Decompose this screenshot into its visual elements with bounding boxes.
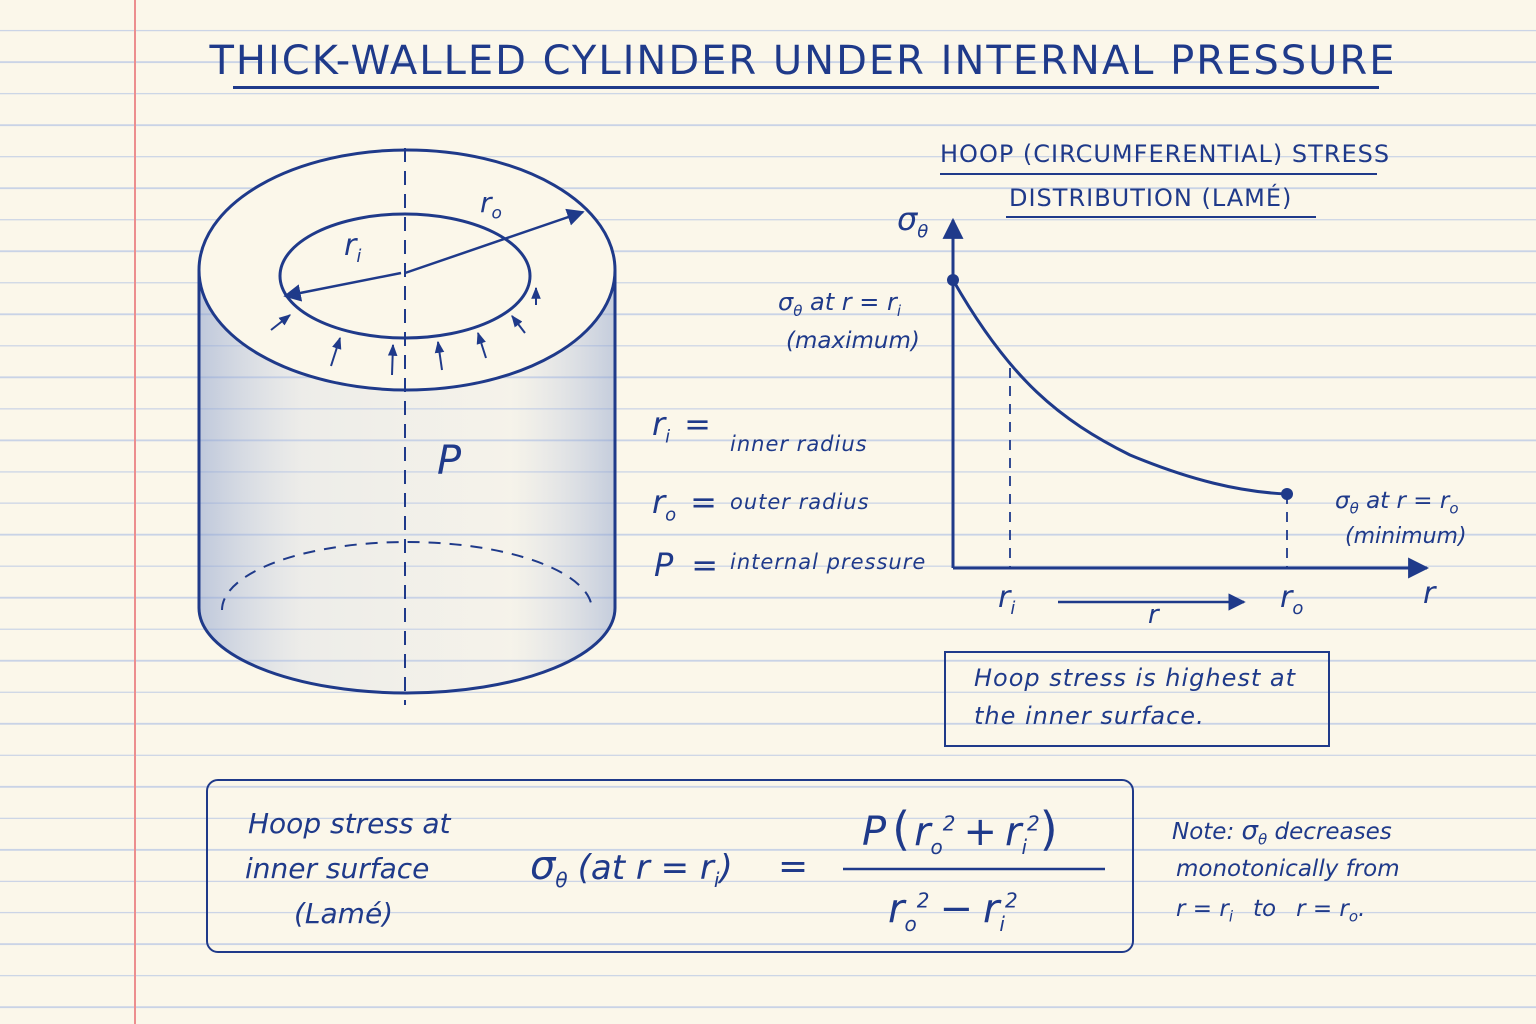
formula-numerator: P(ro2+ri2) <box>862 802 1058 859</box>
formula-equals: = <box>778 846 809 887</box>
legend-p-desc: internal pressure <box>730 550 927 574</box>
r-arrow-label: r <box>1148 600 1159 630</box>
ri-arrow <box>283 271 402 302</box>
formula-label-line3: (Lamé) <box>294 897 394 930</box>
tick-ro-label: ro <box>1280 580 1304 619</box>
formula-lhs: σθ(at r = ri) <box>530 843 733 892</box>
ro-arrow <box>404 208 585 275</box>
formula-box <box>206 779 1134 953</box>
note-line1: Note: σθ decreases <box>1172 816 1392 849</box>
callout-line2: the inner surface. <box>974 702 1205 730</box>
ro-label: ro <box>480 186 502 224</box>
pressure-label: P <box>437 438 462 484</box>
graph-title-line1: HOOP (CIRCUMFERENTIAL) STRESS <box>940 140 1391 168</box>
x-axis-label: r <box>1423 576 1436 611</box>
callout-line1: Hoop stress is highest at <box>974 664 1297 692</box>
stress-graph <box>940 173 1430 611</box>
callout-box <box>944 651 1330 747</box>
legend-ro-desc: outer radius <box>730 490 870 514</box>
margin-line <box>134 0 136 1024</box>
legend-ri-symbol: ri= <box>652 405 711 448</box>
max-point <box>947 274 959 286</box>
cylinder-outer-top <box>197 148 617 392</box>
formula-label-line1: Hoop stress at <box>248 807 451 840</box>
min-point <box>1281 488 1293 500</box>
max-label-line2: (maximum) <box>786 328 920 354</box>
formula-label-line2: inner surface <box>245 852 430 885</box>
cylinder-bottom-arc <box>197 607 617 695</box>
cylinder-shading <box>199 270 615 693</box>
min-label-line1: σθ at r = ro <box>1335 488 1459 518</box>
graph-title-line2: DISTRIBUTION (LAMÉ) <box>1009 184 1293 212</box>
ri-label: ri <box>344 228 362 267</box>
tick-ri-label: ri <box>998 580 1016 619</box>
cylinder-drawing <box>197 148 617 705</box>
stress-curve <box>951 279 1288 496</box>
min-label-line2: (minimum) <box>1345 524 1467 549</box>
legend-ri-desc: inner radius <box>730 432 868 456</box>
y-axis-label: σθ <box>897 200 929 243</box>
page-title: THICK-WALLED CYLINDER UNDER INTERNAL PRE… <box>209 38 1397 84</box>
cylinder-bottom-hidden-arc <box>221 541 593 611</box>
max-label-line1: σθ at r = ri <box>778 288 902 320</box>
note-line2: monotonically from <box>1176 856 1400 882</box>
title-underline <box>233 86 1379 89</box>
pressure-arrows <box>270 286 541 376</box>
formula-denominator: ro2−ri2 <box>888 886 1018 936</box>
legend-ro-symbol: ro= <box>652 483 717 526</box>
legend-p-symbol: P= <box>654 546 719 584</box>
